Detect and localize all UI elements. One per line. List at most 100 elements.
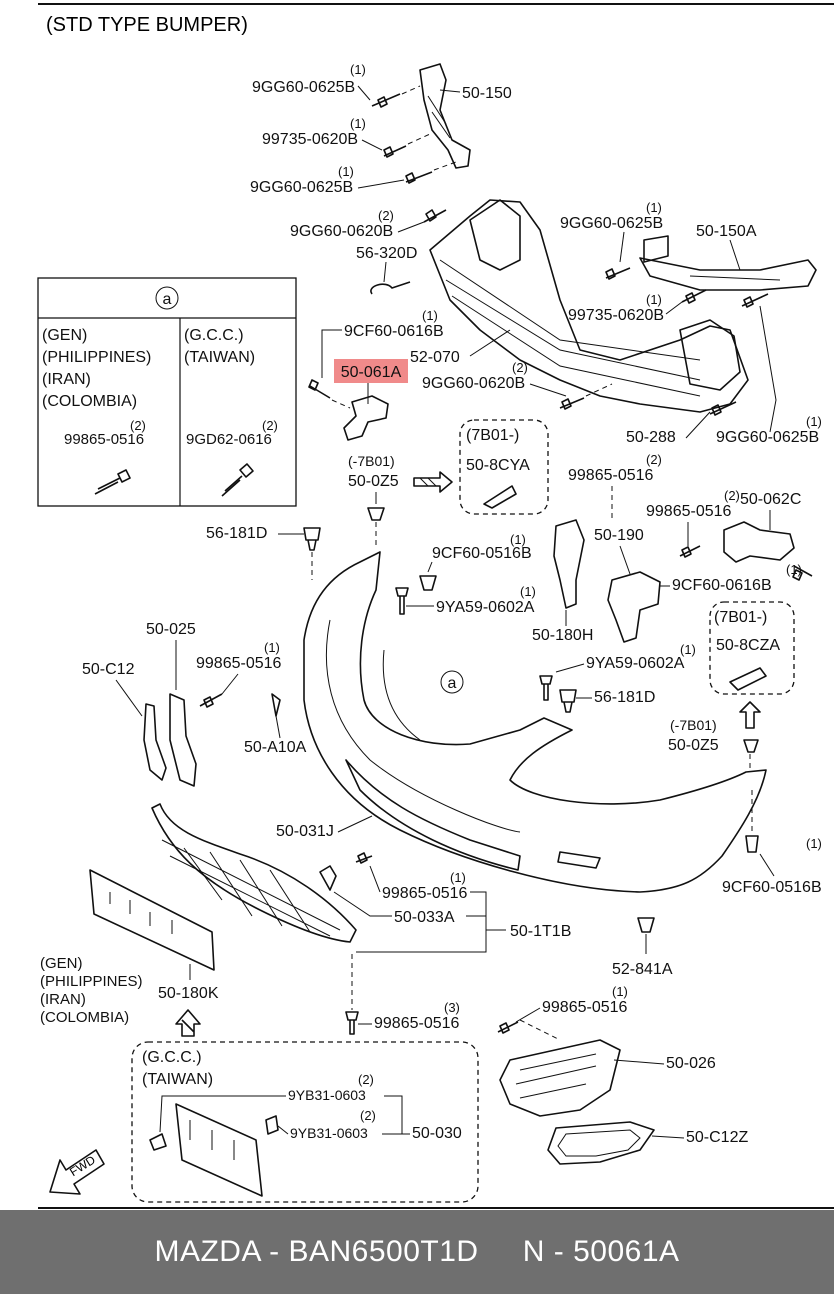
qty-9cf60-0516b: (1) <box>510 532 526 547</box>
label-market-iran: (IRAN) <box>40 991 86 1008</box>
label-50-025: 50-025 <box>146 621 196 638</box>
label-50-150a: 50-150A <box>696 223 757 240</box>
qty-99865-e: (3) <box>444 1000 460 1015</box>
label-7b01-minus: (-7B01) <box>348 453 395 469</box>
qty-top-1: (1) <box>350 62 366 77</box>
label-9ya59-0602a: 9YA59-0602A <box>436 599 535 616</box>
label-9gg60-0625b-br: 9GG60-0625B <box>716 429 819 446</box>
label-9cf60-0516b-2: 9CF60-0516B <box>722 879 822 896</box>
qty-9cf60-0616b-2: (1) <box>786 562 802 577</box>
label-50-061a: 50-061A <box>341 364 402 381</box>
label-50-0z5: 50-0Z5 <box>348 473 399 490</box>
legend-col1-qty: (2) <box>130 418 146 433</box>
label-52-841a: 52-841A <box>612 961 673 978</box>
label-50-c12z: 50-C12Z <box>686 1129 748 1146</box>
part-50-031j <box>303 551 767 893</box>
part-grille <box>151 803 357 943</box>
qty-9yb31: (2) <box>358 1072 374 1087</box>
label-9ya59-0602a-2: 9YA59-0602A <box>586 655 685 672</box>
label-9cf60-0616b: 9CF60-0616B <box>344 323 444 340</box>
label-50-062c: 50-062C <box>740 491 801 508</box>
qty-9ya59: (1) <box>520 584 536 599</box>
label-99865-0516-d: 99865-0516 <box>382 885 468 902</box>
part-50-180k <box>89 869 215 971</box>
label-50-0z5-2: 50-0Z5 <box>668 737 719 754</box>
label-market-taiwan: (TAIWAN) <box>142 1071 213 1088</box>
box-7b01-8cza <box>709 601 795 695</box>
label-50-8cya: 50-8CYA <box>466 457 530 474</box>
label-9cf60-0616b-2: 9CF60-0616B <box>672 577 772 594</box>
label-50-8cza: 50-8CZA <box>716 637 780 654</box>
part-50-030 <box>175 1103 263 1197</box>
qty-9yb31-2: (2) <box>360 1108 376 1123</box>
legend-col1-part: 99865-0516 <box>64 431 144 448</box>
legend-symbol: a <box>163 291 172 308</box>
bumper-symbol-a: a <box>448 675 457 692</box>
label-50-026: 50-026 <box>666 1055 716 1072</box>
legend-col2-market-2: (TAIWAN) <box>184 349 255 366</box>
qty-9ya59-2: (1) <box>680 642 696 657</box>
qty-9gg60-0620b-2: (2) <box>512 360 528 375</box>
label-99865-0516-b: 99865-0516 <box>646 503 732 520</box>
box-gcc <box>131 1041 479 1203</box>
label-market-gen: (GEN) <box>40 955 83 972</box>
qty-9cf60-0516b-2: (1) <box>806 836 822 851</box>
qty-99865-d: (1) <box>450 870 466 885</box>
label-56-181d-2: 56-181D <box>594 689 655 706</box>
qty-9cf60-0616b: (1) <box>422 308 438 323</box>
label-9yb31-0603: 9YB31-0603 <box>288 1087 366 1103</box>
label-7b01-box: (7B01-) <box>466 427 519 444</box>
legend-box: a (GEN) (PHILIPPINES) (IRAN) (COLOMBIA) … <box>37 277 297 507</box>
label-99865-0516-e: 99865-0516 <box>374 1015 460 1032</box>
footer-bar: MAZDA - BAN6500T1D N - 50061A <box>0 1210 834 1294</box>
qty-99865-f: (1) <box>612 984 628 999</box>
label-99735-0620b: 99735-0620B <box>262 131 358 148</box>
legend-col2-qty: (2) <box>262 418 278 433</box>
label-50-288: 50-288 <box>626 429 676 446</box>
label-9gg60-0620b-2: 9GG60-0620B <box>422 375 525 392</box>
label-7b01-minus2: (-7B01) <box>670 717 717 733</box>
qty-99735-r: (1) <box>646 292 662 307</box>
part-50-150a <box>639 235 817 291</box>
qty-99865-b: (2) <box>724 488 740 503</box>
parts-diagram: (STD TYPE BUMPER) a (GEN) (PHILIPPINES) … <box>37 3 834 1209</box>
qty-9gg60-0620b: (2) <box>378 208 394 223</box>
label-50-c12: 50-C12 <box>82 661 135 678</box>
label-56-181d: 56-181D <box>206 525 267 542</box>
footer-spacer <box>479 1235 523 1269</box>
part-50-150 <box>419 63 471 169</box>
legend-col1-market-4: (COLOMBIA) <box>42 393 137 410</box>
label-50-180h: 50-180H <box>532 627 593 644</box>
highlight-50-061a <box>334 359 408 383</box>
label-50-180k: 50-180K <box>158 985 219 1002</box>
label-7b01-box2: (7B01-) <box>714 609 767 626</box>
label-50-033a: 50-033A <box>394 909 455 926</box>
qty-9gg60-br: (1) <box>806 414 822 429</box>
label-9gg60-0625b-top: 9GG60-0625B <box>252 79 355 96</box>
footer-brand-code: MAZDA - BAN6500T1D <box>154 1235 479 1268</box>
qty-99735-1: (1) <box>350 116 366 131</box>
footer-part-number: N - 50061A <box>522 1235 680 1268</box>
part-50-c12 <box>143 703 167 781</box>
part-50-026 <box>499 1039 621 1117</box>
part-50-062c <box>723 521 795 563</box>
legend-col1-market-3: (IRAN) <box>42 371 91 388</box>
part-50-c12z <box>547 1121 655 1165</box>
label-99865-0516-f: 99865-0516 <box>542 999 628 1016</box>
label-9gg60-0625b-r: 9GG60-0625B <box>560 215 663 232</box>
legend-col1-market-1: (GEN) <box>42 327 87 344</box>
label-99735-0620b-r: 99735-0620B <box>568 307 664 324</box>
part-50-190 <box>607 571 661 643</box>
legend-col1-market-2: (PHILIPPINES) <box>42 349 151 366</box>
part-50-025 <box>169 693 197 787</box>
qty-99865-a: (2) <box>646 452 662 467</box>
qty-9gg60-r: (1) <box>646 200 662 215</box>
label-9yb31-0603-2: 9YB31-0603 <box>290 1125 368 1141</box>
part-50-180h <box>553 519 585 609</box>
diagram-title: (STD TYPE BUMPER) <box>46 14 248 36</box>
label-9gg60-0620b: 9GG60-0620B <box>290 223 393 240</box>
part-52-070 <box>429 199 749 413</box>
label-52-070: 52-070 <box>410 349 460 366</box>
label-50-1t1b: 50-1T1B <box>510 923 571 940</box>
box-7b01-8cya <box>459 419 549 515</box>
